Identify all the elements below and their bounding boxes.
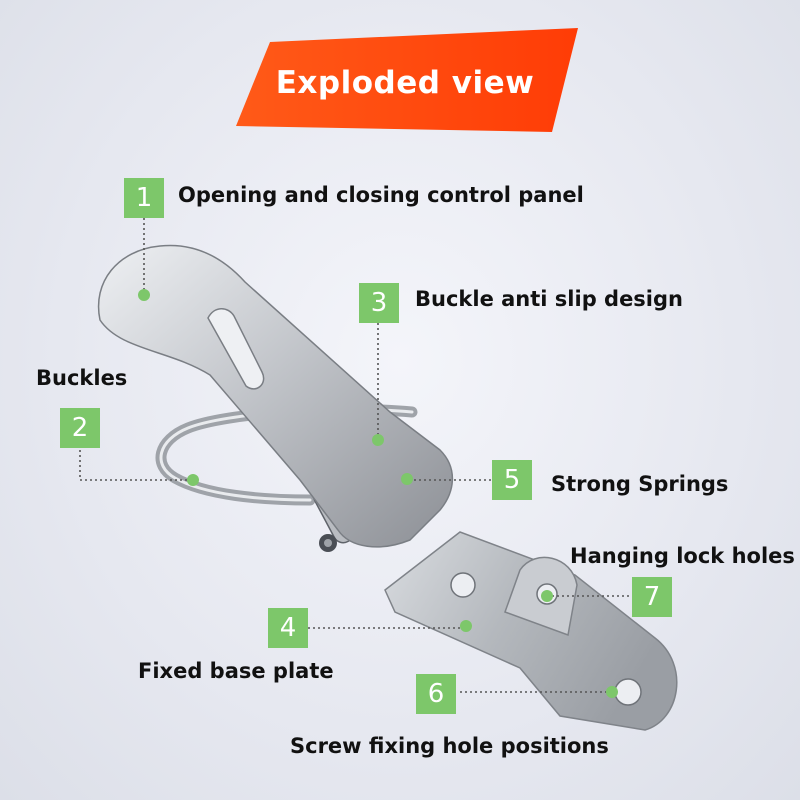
part-number-2: 2	[60, 408, 100, 448]
callout-dot-5	[401, 473, 413, 485]
banner-title: Exploded view	[275, 65, 535, 101]
callout-dot-7	[541, 590, 553, 602]
part-label-4: Fixed base plate	[138, 659, 334, 683]
part-label-7: Hanging lock holes	[570, 544, 795, 568]
control-panel	[97, 244, 454, 548]
part-number-5: 5	[492, 460, 532, 500]
callout-dot-1	[138, 289, 150, 301]
part-label-2: Buckles	[36, 366, 128, 390]
leader-line-2	[79, 450, 193, 481]
part-number-7: 7	[632, 577, 672, 617]
part-label-5: Strong Springs	[551, 472, 729, 496]
part-label-1: Opening and closing control panel	[178, 183, 584, 207]
callout-dot-4	[460, 620, 472, 632]
part-number-4: 4	[268, 608, 308, 648]
screw-fixing-hole	[614, 678, 642, 706]
callout-dot-2	[187, 474, 199, 486]
callout-dot-3	[372, 434, 384, 446]
panel-slot	[207, 308, 265, 390]
callout-dot-6	[606, 686, 618, 698]
part-label-3: Buckle anti slip design	[415, 287, 683, 311]
part-number-1: 1	[124, 178, 164, 218]
banner-shape	[236, 28, 578, 132]
part-number-3: 3	[359, 283, 399, 323]
part-number-6: 6	[416, 674, 456, 714]
part-label-6: Screw fixing hole positions	[290, 734, 609, 758]
base-hole	[450, 572, 476, 598]
